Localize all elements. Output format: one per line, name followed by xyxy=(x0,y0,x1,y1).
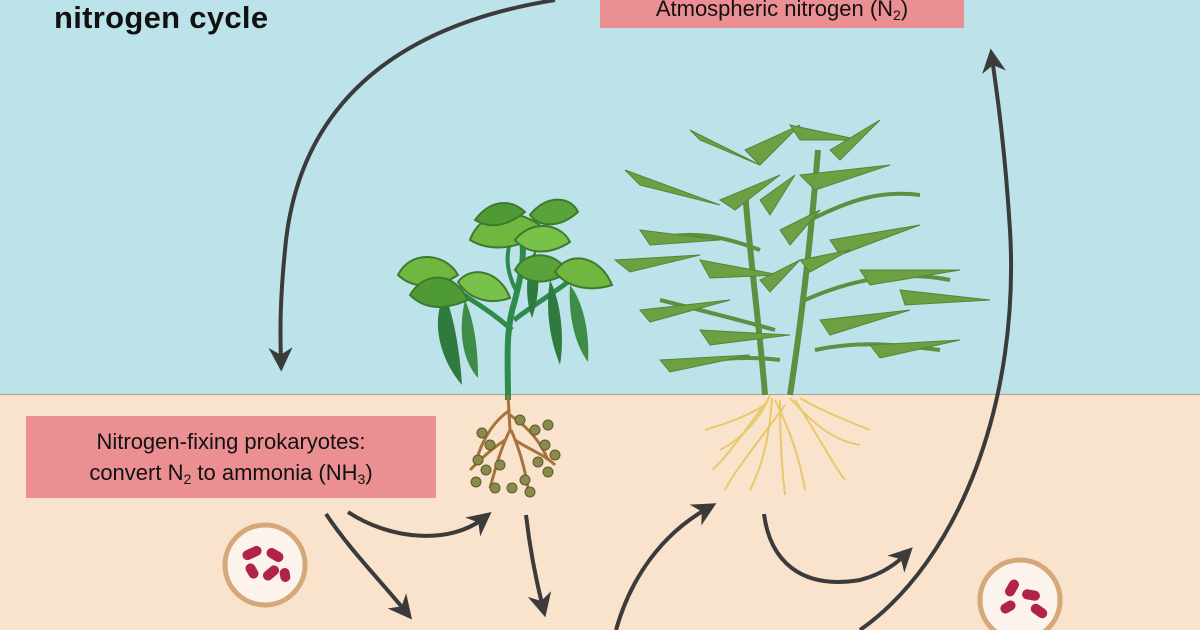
arrow-atmosphere-to-fixers xyxy=(268,0,556,372)
fixing-label-line2: convert N2 to ammonia (NH3) xyxy=(89,460,373,487)
atmospheric-label-text: Atmospheric nitrogen (N xyxy=(655,0,894,21)
fixing-label-line1: Nitrogen-fixing prokaryotes: xyxy=(96,429,366,454)
atmospheric-label-subscript: 2 xyxy=(893,7,901,23)
nitrogen-fixing-label: Nitrogen-fixing prokaryotes: convert N2 … xyxy=(26,416,436,498)
bacteria-cell-icon xyxy=(977,557,1063,630)
atmospheric-label-end: ) xyxy=(900,0,909,21)
arrow-soil-to-grass xyxy=(614,503,717,630)
arrow-soil-to-atmosphere xyxy=(858,48,1014,630)
arrow-fixers-to-legume xyxy=(346,510,492,538)
atmospheric-nitrogen-label: Atmospheric nitrogen (N2) xyxy=(600,0,964,28)
arrow-fixers-down xyxy=(324,512,413,620)
arrow-legume-down xyxy=(524,514,552,618)
bacteria-cell-icon xyxy=(222,522,308,608)
arrow-grass-roots-out xyxy=(762,513,913,584)
diagram-title: nitrogen cycle xyxy=(54,0,269,35)
grass-plant-icon xyxy=(613,119,991,496)
legume-plant-icon xyxy=(396,198,614,498)
